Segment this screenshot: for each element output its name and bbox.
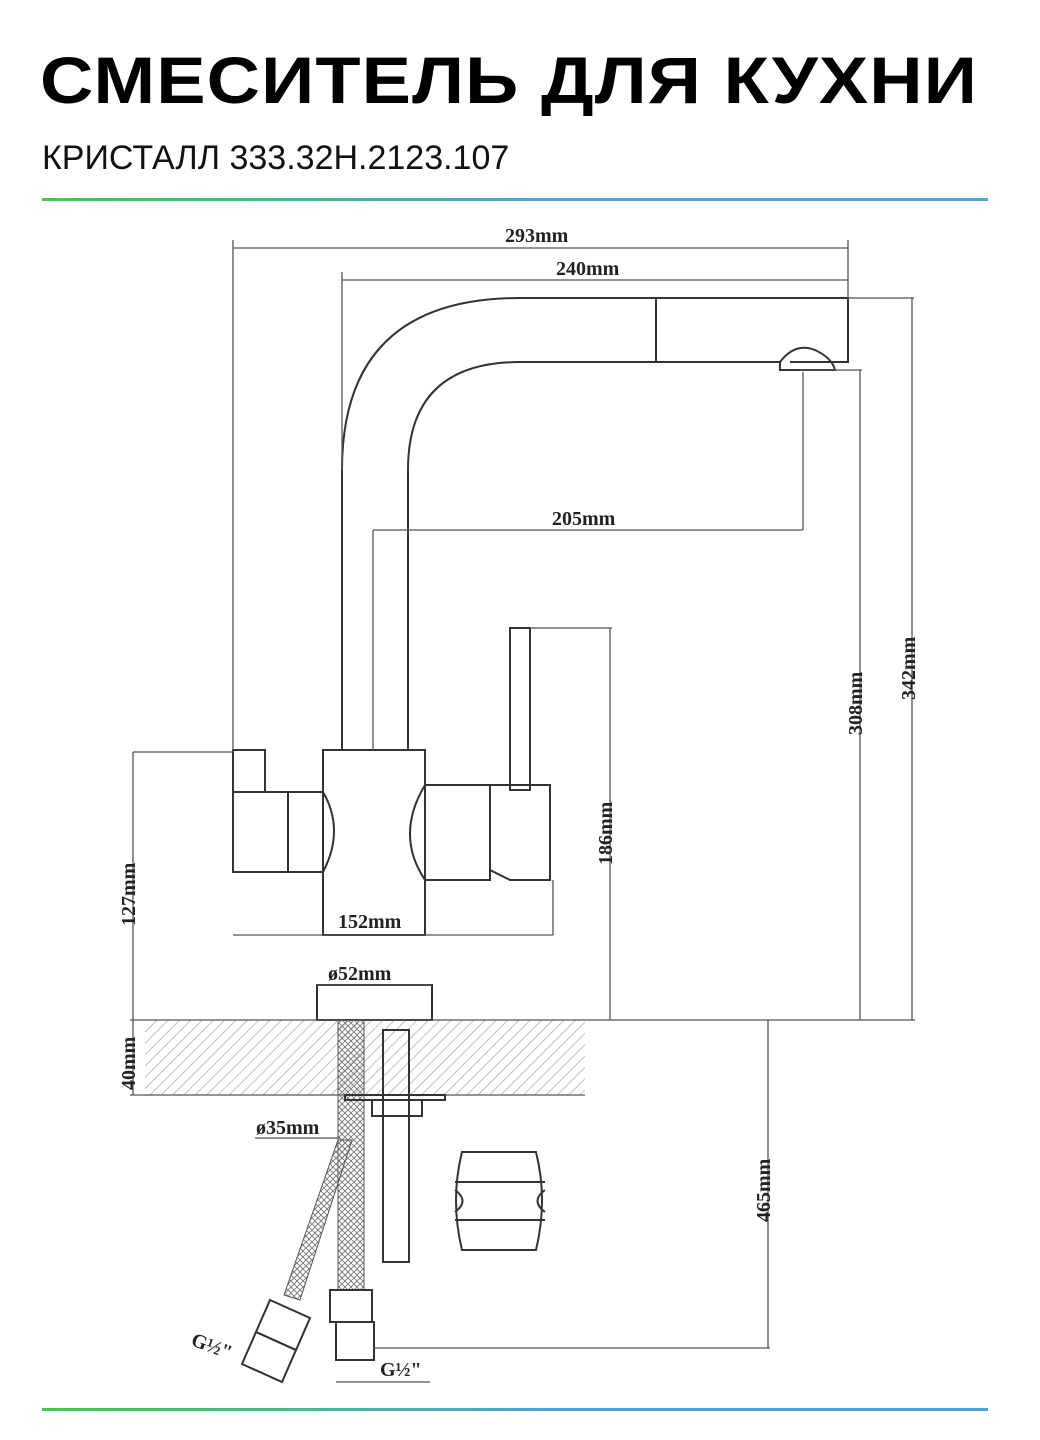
dim-countertop-thickness: 40mm — [118, 1036, 140, 1090]
dim-shank-diameter: ø35mm — [256, 1117, 320, 1139]
mounting-shank — [344, 1029, 446, 1263]
mounting-bracket — [454, 1151, 546, 1251]
spout — [341, 297, 849, 750]
dim-spout-reach: 205mm — [552, 508, 616, 530]
lever-handle — [509, 627, 531, 791]
hoses — [240, 1019, 375, 1384]
dim-total-height: 342mm — [898, 636, 920, 700]
dim-thread-right: G½" — [380, 1359, 422, 1381]
dim-spout-length: 240mm — [556, 258, 620, 280]
dim-thread-left: G½" — [188, 1329, 235, 1364]
dim-base-diameter: ø52mm — [328, 963, 392, 985]
countertop-hatch — [145, 1020, 585, 1095]
page-title: СМЕСИТЕЛЬ ДЛЯ КУХНИ — [40, 43, 979, 117]
dim-body-height: 127mm — [118, 862, 140, 926]
base-flange — [316, 984, 433, 1021]
dim-body-width: 152mm — [338, 911, 402, 933]
bottom-divider — [42, 1408, 988, 1411]
dim-spout-height: 308mm — [845, 671, 867, 735]
dim-total-length: 293mm — [505, 225, 569, 247]
mixer-body — [232, 749, 551, 936]
product-model: КРИСТАЛЛ 333.32Н.2123.107 — [42, 139, 510, 177]
top-divider — [42, 198, 988, 201]
dim-hose-length: 465mm — [753, 1158, 775, 1222]
dim-lever-height: 186mm — [595, 801, 617, 865]
dimension-lines — [132, 240, 914, 1383]
